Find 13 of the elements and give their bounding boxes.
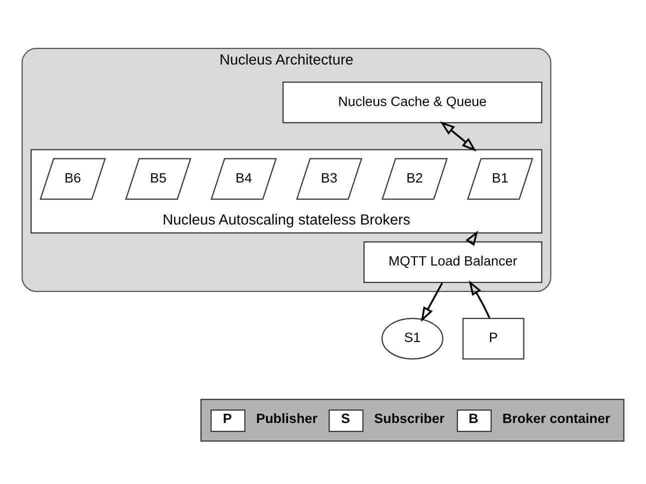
node-ellipse: S1 — [381, 317, 444, 359]
label: P — [222, 410, 232, 426]
node-box: Nucleus Cache & Queue — [282, 81, 542, 123]
arrow — [468, 280, 490, 318]
arrow — [440, 120, 476, 151]
label: S — [340, 410, 350, 426]
legend-label: Publisher — [256, 410, 318, 426]
label: B — [468, 410, 478, 426]
legend-label: Subscriber — [374, 410, 445, 426]
arrow — [420, 282, 444, 322]
node-box: P — [462, 317, 524, 359]
arrow — [466, 230, 478, 246]
legend-label: Broker container — [502, 410, 610, 426]
